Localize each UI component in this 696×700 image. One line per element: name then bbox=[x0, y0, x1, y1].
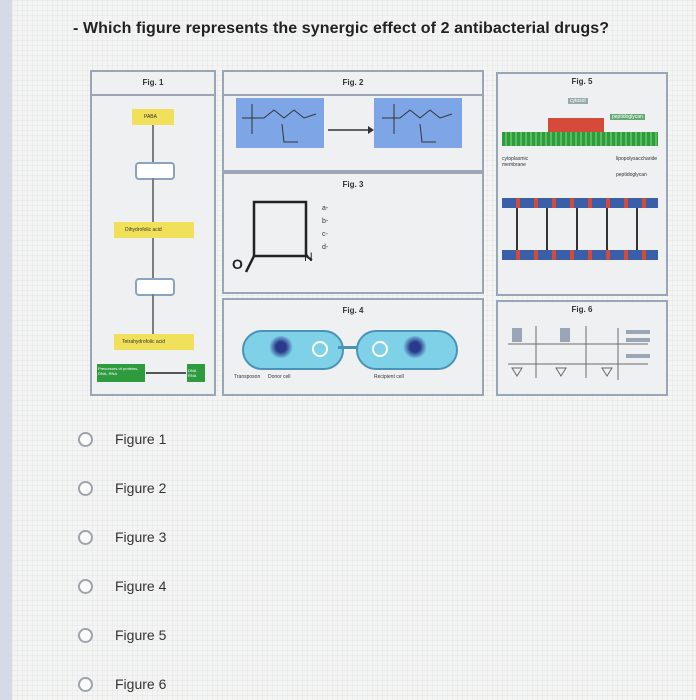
fig3-item-c: c- bbox=[322, 231, 328, 238]
option-figure-6[interactable]: Figure 6 bbox=[78, 673, 378, 695]
donor-cell-label: Donor cell bbox=[268, 374, 291, 380]
structure-box-right bbox=[374, 98, 462, 148]
transposon-label: Transposon bbox=[234, 374, 261, 380]
tetrahydrofolic-box bbox=[114, 334, 194, 350]
figure-3-panel: Fig. 3 N O a- b- c- d- bbox=[222, 172, 484, 294]
option-figure-2[interactable]: Figure 2 bbox=[78, 477, 378, 499]
radio-button[interactable] bbox=[78, 578, 93, 594]
plasmid-right bbox=[372, 341, 388, 357]
cytoplasmic-membrane-label: cytoplasmic membrane bbox=[502, 156, 529, 168]
pathway-line-1 bbox=[152, 125, 154, 162]
structure-formulas bbox=[242, 104, 453, 143]
structure-box-left bbox=[236, 98, 324, 148]
option-figure-4[interactable]: Figure 4 bbox=[78, 575, 378, 597]
chromosome-left bbox=[268, 336, 294, 358]
tetrahydrofolic-label: Tetrahydrofolic acid bbox=[122, 339, 166, 345]
fig3-list: a- b- c- d- bbox=[322, 202, 328, 254]
option-label: Figure 3 bbox=[115, 529, 167, 545]
precursor-label: Precursors of proteins, DNA, RNA bbox=[98, 366, 139, 376]
figure-5-panel: Fig. 5 cytosol peptidoglycan cytoplasmic… bbox=[496, 72, 668, 296]
dihydrofolic-box bbox=[114, 222, 194, 238]
option-figure-1[interactable]: Figure 1 bbox=[78, 428, 378, 450]
option-label: Figure 5 bbox=[115, 627, 167, 643]
nitrogen-label: N bbox=[304, 250, 313, 264]
option-label: Figure 4 bbox=[115, 578, 167, 594]
radio-button[interactable] bbox=[78, 676, 93, 692]
fig3-item-a: a- bbox=[322, 205, 329, 212]
figure-5-title: Fig. 5 bbox=[571, 77, 593, 86]
figure-2-title: Fig. 2 bbox=[224, 72, 482, 96]
precursor-box bbox=[97, 364, 145, 382]
peptidoglycan-row-1 bbox=[502, 198, 658, 208]
membrane-band bbox=[502, 132, 658, 146]
radio-button[interactable] bbox=[78, 529, 93, 545]
paba-label: PABA bbox=[144, 114, 157, 120]
dna-rna-label: DNA RNA bbox=[188, 368, 197, 378]
radio-button[interactable] bbox=[78, 627, 93, 643]
enzyme-box-2 bbox=[135, 278, 175, 296]
figure-2-panel: Fig. 2 bbox=[222, 70, 484, 172]
figure-4-panel: Fig. 4 Transposon Donor cell Recipient c… bbox=[222, 298, 484, 396]
enzyme-box-1 bbox=[135, 162, 175, 180]
chromosome-right bbox=[402, 336, 428, 358]
radio-button[interactable] bbox=[78, 431, 93, 447]
page: - Which figure represents the synergic e… bbox=[12, 0, 696, 700]
figure-3-title: Fig. 3 bbox=[342, 180, 364, 189]
question-figure: Fig. 1 PABA Dihydrofolic acid Tetrahydro… bbox=[78, 70, 672, 400]
paba-box bbox=[132, 109, 174, 125]
conjugation-bridge bbox=[338, 346, 358, 349]
peptidoglycan-label-top: peptidoglycan bbox=[610, 114, 645, 120]
option-label: Figure 2 bbox=[115, 480, 167, 496]
figure-6-panel: Fig. 6 bbox=[496, 300, 668, 396]
crosslinks bbox=[502, 208, 658, 250]
peptidoglycan-row-2 bbox=[502, 250, 658, 260]
dna-rna-box bbox=[187, 364, 205, 382]
figure-1-panel: Fig. 1 PABA Dihydrofolic acid Tetrahydro… bbox=[90, 70, 216, 396]
question-text: - Which figure represents the synergic e… bbox=[73, 20, 610, 37]
fig3-item-b: b- bbox=[322, 218, 329, 225]
dihydrofolic-label: Dihydrofolic acid bbox=[125, 227, 162, 233]
option-figure-3[interactable]: Figure 3 bbox=[78, 526, 378, 548]
ribosome-diagram bbox=[508, 326, 650, 380]
option-label: Figure 6 bbox=[115, 676, 167, 692]
cytosol-label: cytosol bbox=[568, 98, 588, 104]
pathway-line-2 bbox=[152, 178, 154, 222]
pathway-line-4 bbox=[152, 294, 154, 334]
footer-arrow bbox=[146, 372, 186, 374]
peptidoglycan-label-mid: peptidoglycan bbox=[616, 172, 647, 178]
beta-lactam-ring bbox=[244, 200, 313, 273]
figure-6-title: Fig. 6 bbox=[571, 305, 593, 314]
plasmid-left bbox=[312, 341, 328, 357]
oxygen-label: O bbox=[232, 256, 243, 272]
lipopolysaccharide-label: lipopolysaccharide bbox=[616, 156, 658, 162]
figure-4-title: Fig. 4 bbox=[342, 306, 364, 315]
option-label: Figure 1 bbox=[115, 431, 167, 447]
pathway-line-3 bbox=[152, 238, 154, 278]
recipient-cell-label: Recipient cell bbox=[374, 374, 404, 380]
radio-button[interactable] bbox=[78, 480, 93, 496]
figure-1-title: Fig. 1 bbox=[92, 72, 214, 96]
option-figure-5[interactable]: Figure 5 bbox=[78, 624, 378, 646]
fig3-item-d: d- bbox=[322, 244, 329, 251]
